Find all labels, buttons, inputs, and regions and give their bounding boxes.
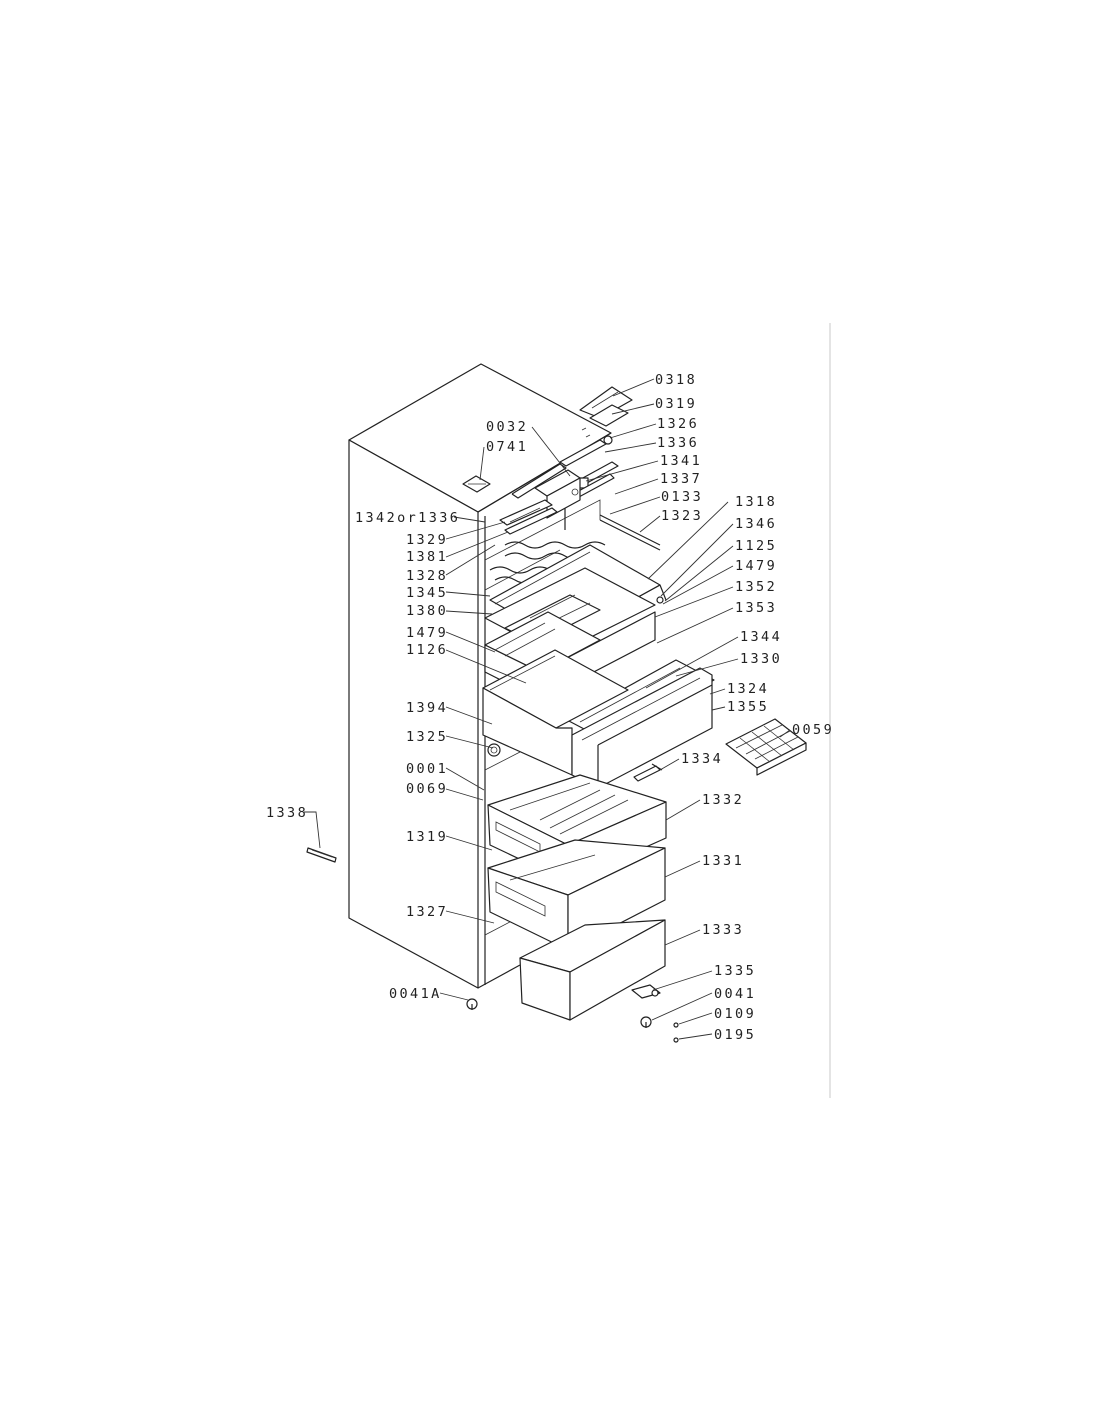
freezer-drawer-1331 (487, 839, 666, 951)
label-0041: 0041 (714, 986, 756, 1002)
label-1331: 1331 (702, 853, 744, 869)
label-1328: 1328 (406, 568, 448, 584)
label-1394: 1394 (406, 700, 448, 716)
label-1381: 1381 (406, 549, 448, 565)
label-1325: 1325 (406, 729, 448, 745)
label-1126: 1126 (406, 642, 448, 658)
feet-and-screws (466, 998, 679, 1043)
label-1323: 1323 (661, 508, 703, 524)
label-0059: 0059 (792, 722, 834, 738)
label-1479-left: 1479 (406, 625, 448, 641)
label-1355: 1355 (727, 699, 769, 715)
label-0109: 0109 (714, 1006, 756, 1022)
label-1125: 1125 (735, 538, 777, 554)
label-0041A: 0041A (389, 986, 442, 1002)
label-1324: 1324 (727, 681, 769, 697)
label-1344: 1344 (740, 629, 782, 645)
label-1353: 1353 (735, 600, 777, 616)
freezer-drawer-1333 (519, 919, 666, 1021)
top-control-parts (499, 386, 661, 551)
label-1319: 1319 (406, 829, 448, 845)
label-0318: 0318 (655, 372, 697, 388)
label-1333: 1333 (702, 922, 744, 938)
door-handle-1338 (306, 847, 337, 863)
label-0069: 0069 (406, 781, 448, 797)
label-1380: 1380 (406, 603, 448, 619)
label-1332: 1332 (702, 792, 744, 808)
label-0741: 0741 (486, 439, 528, 455)
hinge-1335 (631, 984, 661, 999)
refrigerator-cabinet (348, 363, 612, 989)
label-0032: 0032 (486, 419, 528, 435)
label-1346: 1346 (735, 516, 777, 532)
label-0319: 0319 (655, 396, 697, 412)
label-0195: 0195 (714, 1027, 756, 1043)
label-1318: 1318 (735, 494, 777, 510)
drawer-1394 (482, 649, 629, 776)
label-1327: 1327 (406, 904, 448, 920)
label-1352: 1352 (735, 579, 777, 595)
label-1342or1336: 1342or1336 (355, 510, 460, 526)
label-1335: 1335 (714, 963, 756, 979)
label-1337: 1337 (660, 471, 702, 487)
label-1479-top: 1479 (735, 558, 777, 574)
label-1326: 1326 (657, 416, 699, 432)
label-1345: 1345 (406, 585, 448, 601)
label-1334: 1334 (681, 751, 723, 767)
label-1341: 1341 (660, 453, 702, 469)
label-1336: 1336 (657, 435, 699, 451)
part-labels: 0318 0319 1326 0032 1336 0741 1341 1337 … (266, 372, 834, 1043)
leader-lines (304, 378, 791, 1040)
label-0001: 0001 (406, 761, 448, 777)
label-1330: 1330 (740, 651, 782, 667)
label-0133: 0133 (661, 489, 703, 505)
ice-tray-0059 (725, 718, 807, 776)
label-1329: 1329 (406, 532, 448, 548)
label-1338: 1338 (266, 805, 308, 821)
